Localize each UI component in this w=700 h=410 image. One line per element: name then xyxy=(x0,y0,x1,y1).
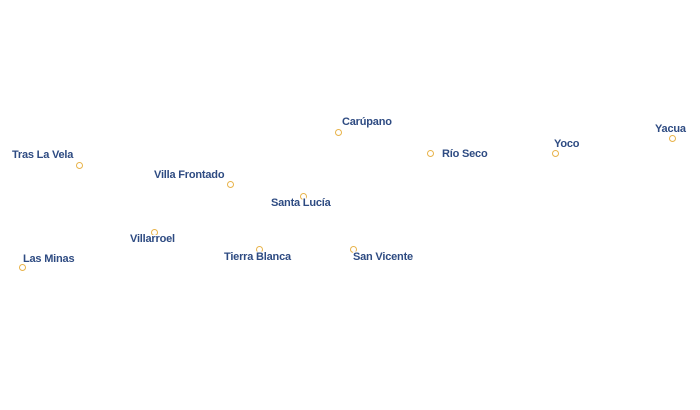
place-label: Las Minas xyxy=(23,253,75,265)
place-label: Yacua xyxy=(655,123,686,135)
place-label: San Vicente xyxy=(353,251,413,263)
place-marker-icon[interactable] xyxy=(256,246,263,253)
place-marker-icon[interactable] xyxy=(151,229,158,236)
place-label: Tierra Blanca xyxy=(224,251,291,263)
place-label: Villarroel xyxy=(130,233,175,245)
place-marker-icon[interactable] xyxy=(552,150,559,157)
place-marker-icon[interactable] xyxy=(350,246,357,253)
place-marker-icon[interactable] xyxy=(300,193,307,200)
place-marker-icon[interactable] xyxy=(427,150,434,157)
place-label: Santa Lucía xyxy=(271,197,331,209)
place-label: Carúpano xyxy=(342,116,392,128)
place-marker-icon[interactable] xyxy=(335,129,342,136)
place-marker-icon[interactable] xyxy=(669,135,676,142)
place-marker-icon[interactable] xyxy=(19,264,26,271)
place-label: Tras La Vela xyxy=(12,149,74,161)
place-marker-icon[interactable] xyxy=(227,181,234,188)
place-label: Villa Frontado xyxy=(154,169,225,181)
place-label: Yoco xyxy=(554,138,580,150)
place-label: Río Seco xyxy=(442,148,488,160)
place-marker-icon[interactable] xyxy=(76,162,83,169)
